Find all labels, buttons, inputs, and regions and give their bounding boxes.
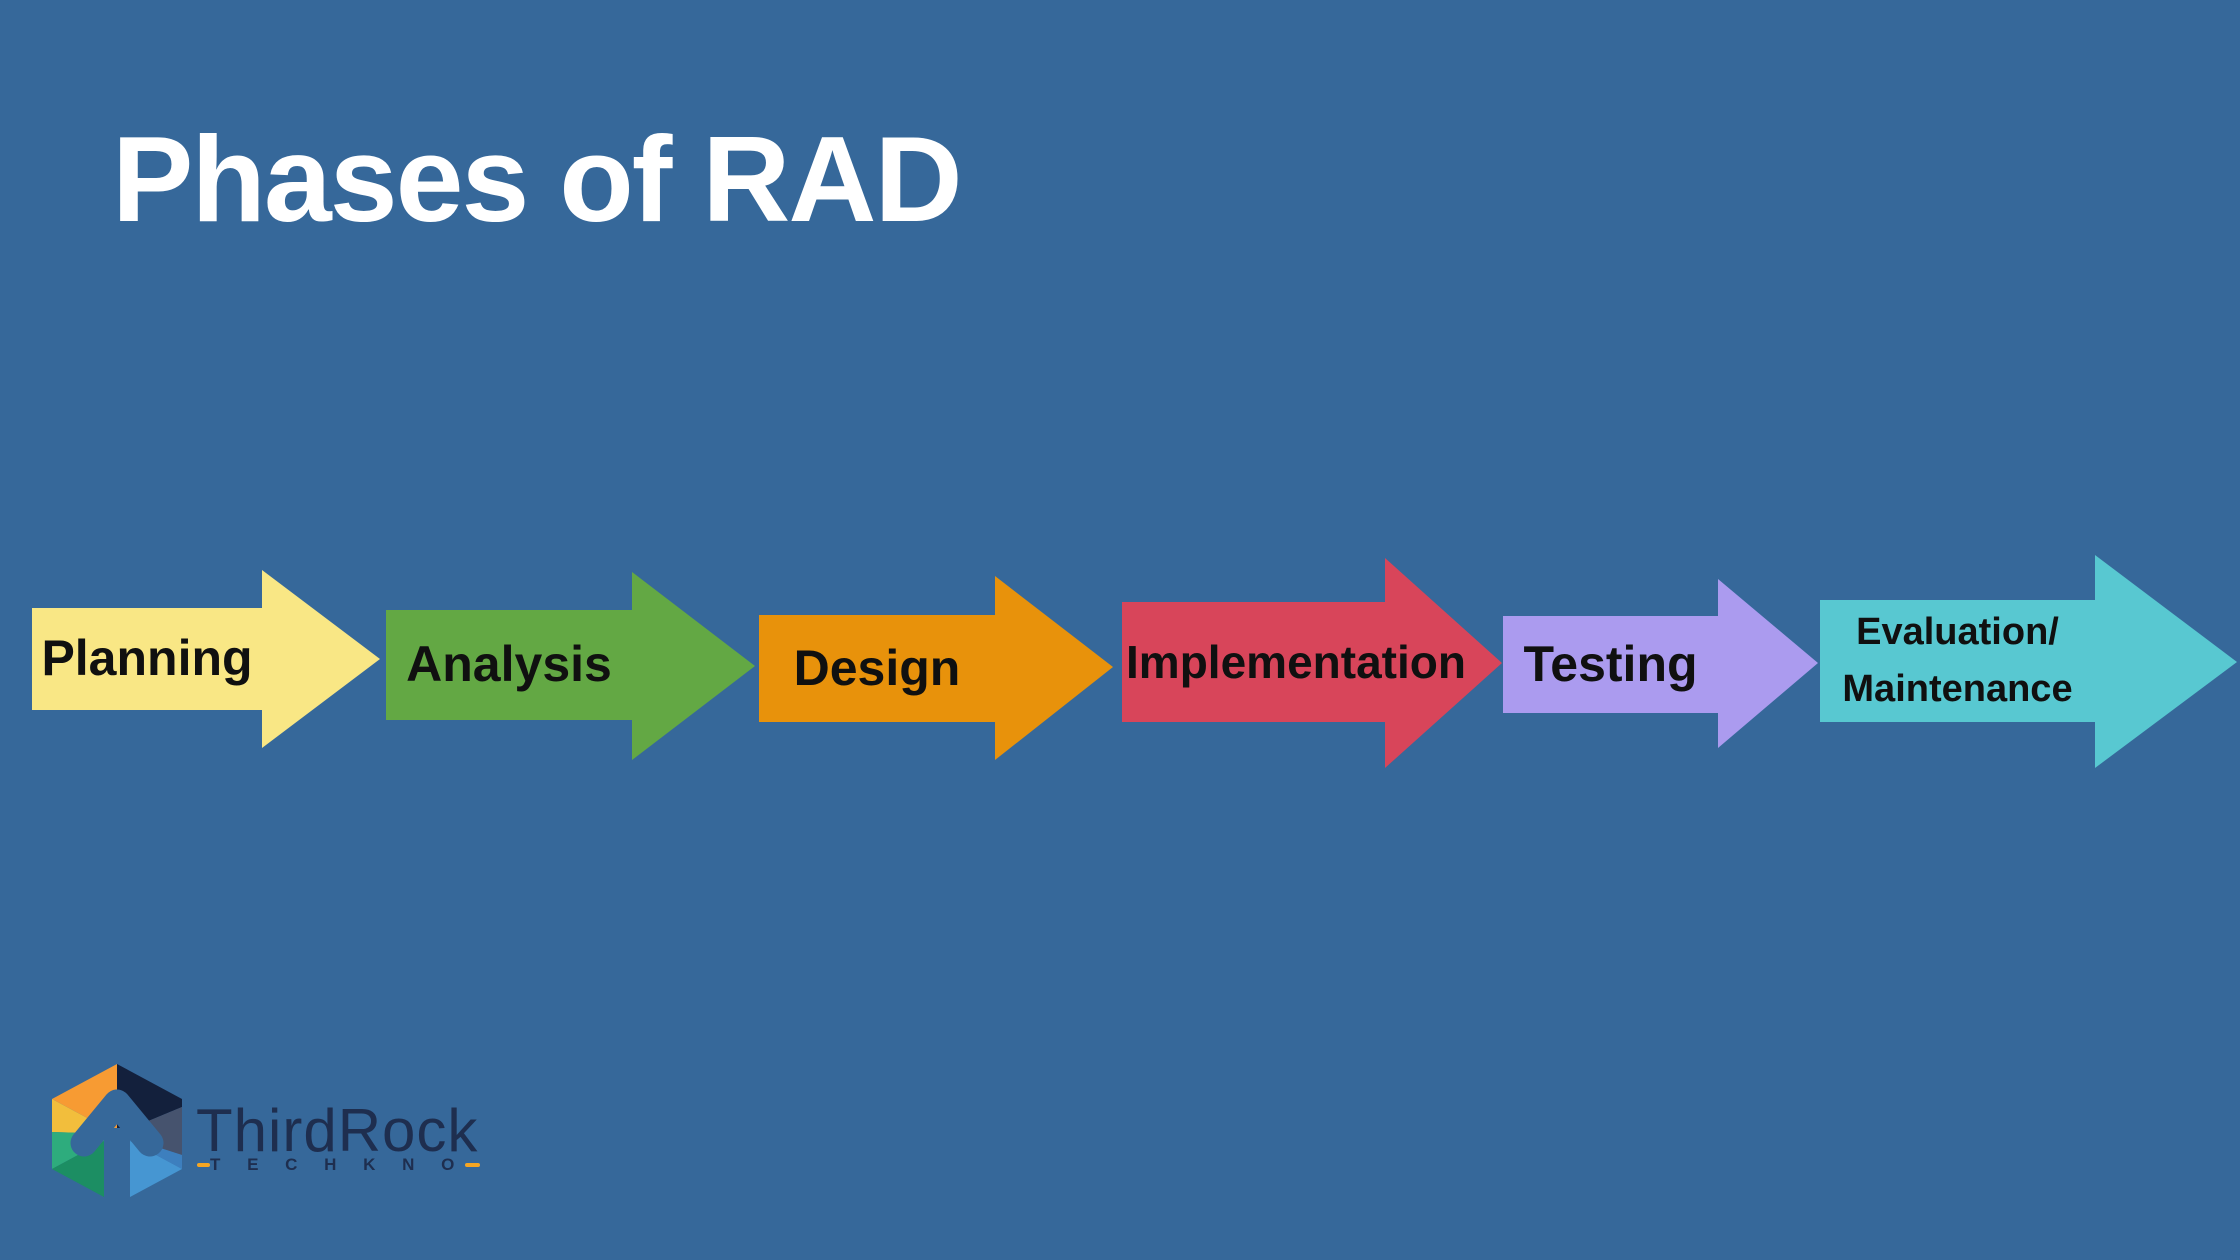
phase-label-analysis: Analysis	[406, 636, 612, 693]
page-title: Phases of RAD	[112, 111, 963, 247]
phase-label-implementation: Implementation	[1126, 635, 1466, 688]
phase-arrow-evaluation-maintenance	[1820, 555, 2237, 768]
phase-arrow-analysis	[386, 572, 755, 760]
phase-arrow-testing	[1503, 579, 1818, 748]
phase-label-design: Design	[793, 639, 961, 696]
phase-label-testing: Testing	[1523, 635, 1698, 692]
phase-arrow-design	[759, 576, 1113, 760]
logo-left-dash	[197, 1163, 210, 1167]
logo-right-dash	[465, 1163, 480, 1167]
phase-label-evaluation-line: Evaluation/	[1856, 611, 2059, 653]
logo-name-text: ThirdRock	[196, 1097, 479, 1164]
phase-arrow-planning	[32, 570, 380, 748]
phase-label-maintenance-line: Maintenance	[1842, 668, 2073, 710]
phase-label-evaluation-maintenance: Evaluation/ Maintenance	[1820, 600, 2095, 722]
logo-subtext: T E C H K N O	[209, 1155, 466, 1174]
phase-arrow-implementation	[1122, 558, 1502, 768]
logo-subtext-row: T E C H K N O	[197, 1155, 480, 1175]
phase-label-planning: Planning	[41, 630, 253, 687]
